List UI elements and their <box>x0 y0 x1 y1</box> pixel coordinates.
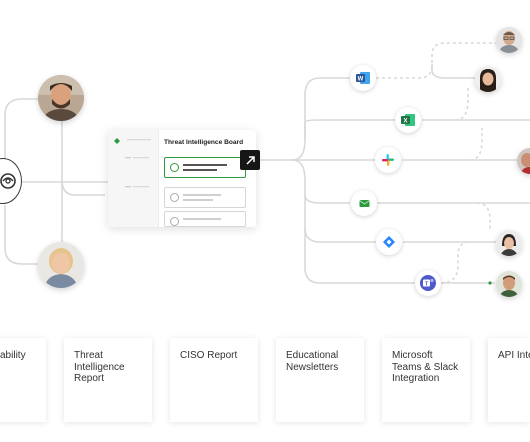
card-label: Educational Newsletters <box>286 350 339 373</box>
report-card[interactable]: API Inte <box>488 338 530 422</box>
svg-text:W: W <box>358 77 364 83</box>
report-card[interactable]: Microsoft Teams & Slack Integration <box>382 338 470 422</box>
excel-icon[interactable]: X <box>395 107 421 133</box>
avatar-woman-blonde <box>38 242 84 288</box>
card-label: ability <box>0 350 26 361</box>
avatar-woman-dark-hair <box>475 66 501 92</box>
arrow-up-right-icon <box>245 155 255 165</box>
svg-text:X: X <box>403 119 407 125</box>
card-label: Threat Intelligence Report <box>74 350 125 384</box>
jira-icon[interactable] <box>376 229 402 255</box>
card-label: API Inte <box>498 350 530 361</box>
teams-icon[interactable]: T <box>415 270 441 296</box>
avatar-man-glasses <box>496 27 522 53</box>
board-sidebar <box>108 130 159 227</box>
board-title: Threat Intelligence Board <box>164 139 244 146</box>
slack-icon[interactable] <box>375 147 401 173</box>
avatar-man-beard <box>38 75 84 121</box>
report-card[interactable]: ability <box>0 338 46 422</box>
avatar-man-smiling <box>496 271 522 297</box>
report-card[interactable]: CISO Report <box>170 338 258 422</box>
board-row[interactable] <box>164 211 246 227</box>
card-label: Microsoft Teams & Slack Integration <box>392 350 459 384</box>
board-row[interactable] <box>164 187 246 208</box>
svg-text:T: T <box>425 281 429 287</box>
card-label: CISO Report <box>180 350 238 361</box>
word-icon[interactable]: W <box>350 65 376 91</box>
threat-intelligence-board[interactable]: Threat Intelligence Board <box>108 130 256 227</box>
board-row-selected[interactable] <box>164 157 246 178</box>
avatar-person-partial <box>517 148 530 174</box>
report-card[interactable]: Threat Intelligence Report <box>64 338 152 422</box>
expand-button[interactable] <box>240 150 260 170</box>
report-card[interactable]: Educational Newsletters <box>276 338 364 422</box>
email-icon[interactable] <box>351 190 377 216</box>
avatar-woman-short-hair <box>496 230 522 256</box>
